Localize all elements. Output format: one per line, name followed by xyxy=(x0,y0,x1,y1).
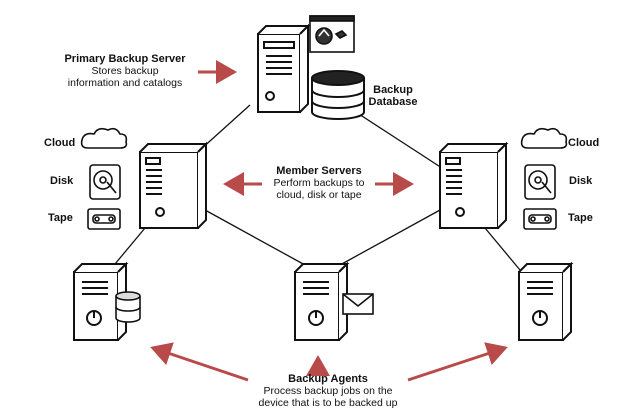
right-tape-label: Tape xyxy=(568,212,593,224)
right-disk-label: Disk xyxy=(569,175,593,187)
left-member-server-icon xyxy=(139,141,209,229)
member-servers-title: Member Servers xyxy=(276,165,362,177)
right-tape-icon xyxy=(523,208,557,230)
member-servers-label: Member Servers Perform backups to cloud,… xyxy=(255,165,383,201)
left-tape-label: Tape xyxy=(48,212,73,224)
backup-agents-line2: device that is to be backed up xyxy=(258,397,398,409)
right-cloud-icon xyxy=(520,127,568,149)
primary-server-icon xyxy=(257,23,311,113)
backup-database-label: Backup Database xyxy=(364,84,422,108)
primary-server-label: Primary Backup Server Stores backup info… xyxy=(52,53,198,89)
left-cloud-label: Cloud xyxy=(44,137,76,149)
primary-server-line2: information and catalogs xyxy=(67,77,183,89)
right-agent-server-icon xyxy=(518,261,574,341)
database-line1: Backup xyxy=(373,84,413,96)
left-tape-icon xyxy=(87,208,121,230)
left-cloud-icon xyxy=(80,127,128,149)
left-disk-icon xyxy=(89,164,121,200)
database-line2: Database xyxy=(368,96,418,108)
member-servers-line1: Perform backups to xyxy=(273,177,365,189)
database-icon xyxy=(311,70,365,120)
backup-agents-line1: Process backup jobs on the xyxy=(263,385,393,397)
right-cloud-label: Cloud xyxy=(568,137,600,149)
small-database-icon xyxy=(115,291,141,323)
monitor-icon xyxy=(309,15,355,53)
left-agent-server-icon xyxy=(73,261,129,341)
annotation-arrows xyxy=(150,60,508,382)
primary-server-line1: Stores backup xyxy=(91,65,159,77)
member-servers-line2: cloud, disk or tape xyxy=(276,189,362,201)
right-member-server-icon xyxy=(439,141,509,229)
right-disk-icon xyxy=(524,164,556,200)
backup-agents-title: Backup Agents xyxy=(288,373,368,385)
envelope-icon xyxy=(342,293,374,315)
primary-server-title: Primary Backup Server xyxy=(64,53,186,65)
left-disk-label: Disk xyxy=(50,175,74,187)
backup-agents-label: Backup Agents Process backup jobs on the… xyxy=(238,373,418,409)
center-agent-server-icon xyxy=(294,261,350,341)
